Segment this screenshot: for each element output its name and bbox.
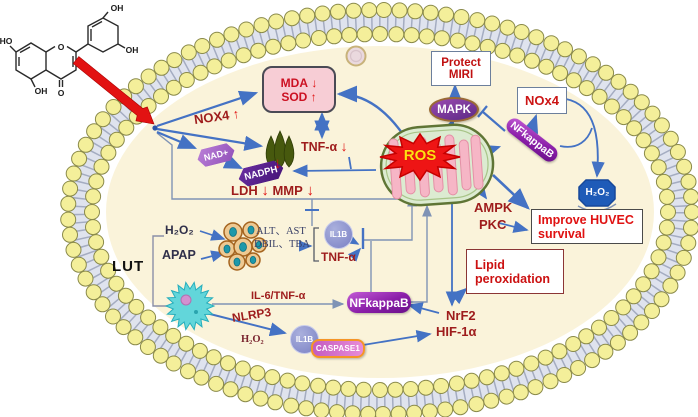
protect-miri-box: Protect MIRI [431,51,491,86]
improve-text: Improve HUVEC [538,212,634,227]
hepatocyte-cluster [218,221,267,271]
pathway-arrows [156,83,605,346]
down-arrow: ↓ [340,138,348,154]
red-entry-arrow [72,56,155,125]
il1b-hepatic-node: IL1B [324,220,353,249]
sod-text: SOD [281,89,308,104]
macrophage-cell [164,281,216,331]
il6-tnf-label: IL-6/TNF-α [251,290,306,302]
mda-text: MDA [280,75,308,90]
il1b-label: IL1B [329,230,348,239]
caspase1-label: CASPASE1 [315,344,361,353]
dbil-tba-label: DBIL、TBA [254,239,310,250]
down-arrow: ↓ [306,182,314,199]
down-arrow: ↓ [311,75,318,90]
h2o2-node-label: H₂O₂ [585,187,610,198]
peroxidation-text: peroxidation [475,271,551,286]
oh-bottom-label: OH [35,86,48,96]
oh-top-label: OH [111,3,124,13]
alt-ast-label: ALT、AST [256,226,306,237]
caspase1-node: CASPASE1 [311,339,365,358]
lut-label: LUT [112,258,145,275]
tnf-hepatic-label: TNF-α [321,250,356,264]
tnf-upper-label: TNF-α ↓ [301,138,348,155]
nad-label: NAD+ [202,147,230,163]
mmp-text: MMP [272,183,303,198]
lipid-text: Lipid [475,257,505,272]
luteolin-structure: HO OH OH OH O O [0,3,138,98]
mda-sod-box: MDA ↓ SOD ↑ [262,66,336,113]
apap-label: APAP [162,248,196,262]
nox4-box-label: NOx4 [525,93,559,108]
up-arrow: ↑ [310,89,317,104]
down-arrow-nadph: ↓ [274,155,282,172]
oh-right-label: OH [126,45,139,55]
il1b-label: IL1B [295,335,314,344]
h2o2-bottom-label: H₂O₂ [241,334,264,345]
ldh-text: LDH [231,183,258,198]
ho-label: HO [0,36,13,46]
nrf2-label: NrF2 [446,308,476,323]
pkc-label: PKC [479,217,507,232]
vesicle-icon [345,45,367,67]
ldh-mmp-label: LDH ↓ MMP ↓ [231,182,314,200]
hif1a-label: HIF-1α [436,324,477,339]
lut-bracket [152,235,171,307]
miri-text: MIRI [448,68,474,81]
nox4-box: NOx4 [517,87,567,114]
marker-bracket [313,227,319,262]
nfkappab-label: NFkappaB [349,295,409,310]
nfkappab-node-bottom: NFkappaB [347,292,411,313]
tree-icons [265,130,295,169]
survival-text: survival [538,226,586,241]
ampk-label: AMPK [474,200,513,215]
h2o2-node [578,179,616,207]
entry-point [152,125,158,131]
mapk-label: MAPK [437,103,471,116]
ring-oxygen-label: O [58,42,65,52]
ketone-oxygen-label: O [58,88,65,98]
ros-burst [379,132,461,182]
protect-text: Protect [441,56,481,69]
mapk-node: MAPK [429,97,479,122]
improve-huvec-box: Improve HUVEC survival [531,209,643,244]
tnf-text: TNF-α [301,140,338,154]
ros-label: ROS [403,147,437,164]
h2o2-hepatic-label: H₂O₂ [165,223,194,237]
lipid-peroxidation-box: Lipid peroxidation [466,249,564,294]
down-arrow: ↓ [261,182,269,199]
